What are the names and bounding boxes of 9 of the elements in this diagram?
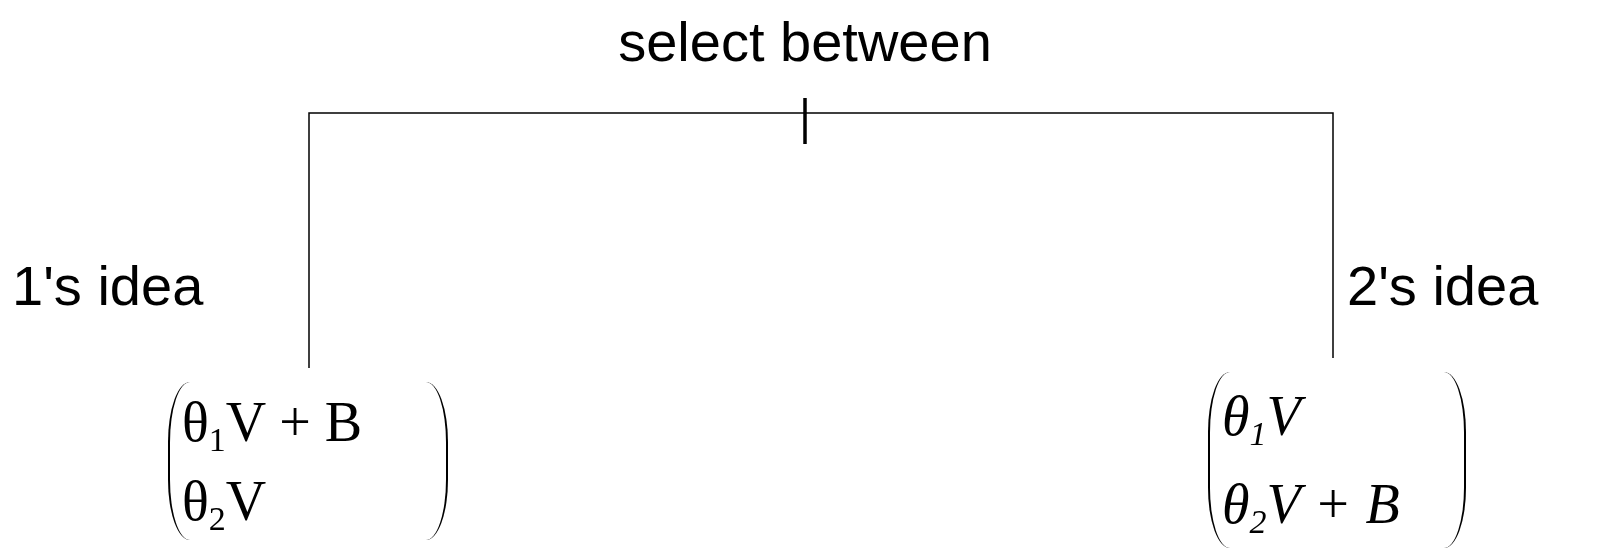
edge-label: 1's idea (12, 254, 204, 318)
edge-label: 2's idea (1347, 254, 1539, 318)
node-label: select between (617, 10, 993, 74)
vector-entry: θ$_{1}$V + B (182, 391, 364, 452)
tree-branch (308, 112, 806, 369)
vector-entry: θ$_{2}$V (182, 470, 268, 531)
vector-entry: θ$_{1}$V (1222, 386, 1452, 446)
tree-branch (804, 112, 1334, 359)
vector-entry: θ$_{2}$V + B (1222, 474, 1401, 534)
